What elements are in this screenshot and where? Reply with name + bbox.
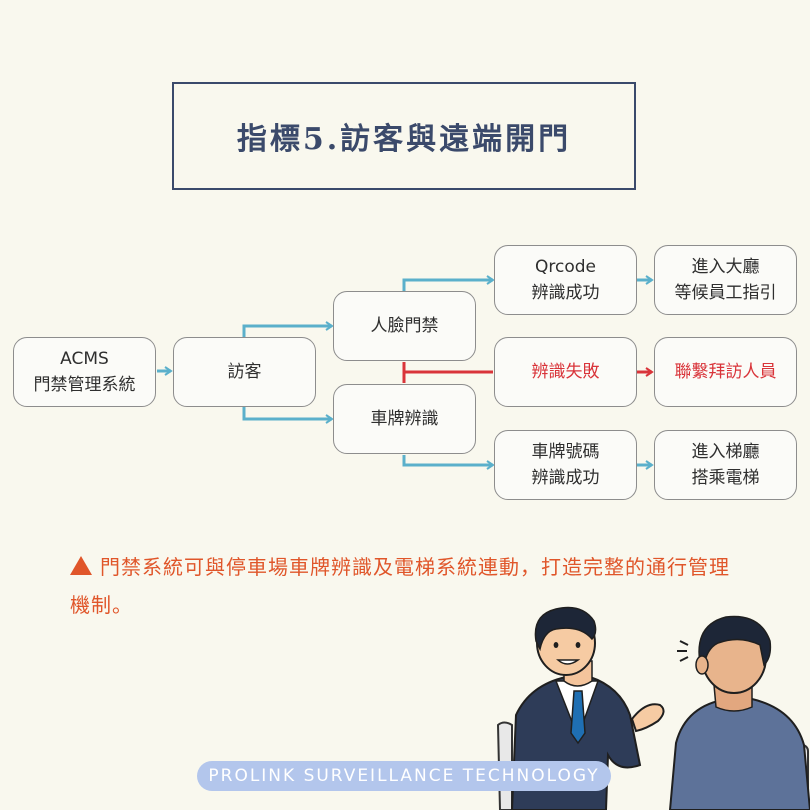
node-plate-ok-line1: 車牌號碼 <box>531 442 600 462</box>
node-elevator: 進入梯廳 搭乘電梯 <box>654 430 797 500</box>
node-qrcode-line2: 辨識成功 <box>531 283 600 303</box>
node-visitor-label: 訪客 <box>227 362 262 382</box>
thinking-marks-icon <box>677 640 689 662</box>
node-lobby-line1: 進入大廳 <box>691 257 760 277</box>
connector-visitor-plate <box>242 407 334 424</box>
connector-plate-platecode <box>402 455 495 470</box>
connector-fail-branch <box>402 362 493 383</box>
node-plate: 車牌辨識 <box>333 384 476 454</box>
warning-triangle-icon <box>70 556 92 575</box>
title-box: 指標5.訪客與遠端開門 <box>172 82 636 190</box>
brand-banner: PROLINK SURVEILLANCE TECHNOLOGY <box>197 761 611 791</box>
node-face: 人臉門禁 <box>333 291 476 361</box>
node-acms-line1: ACMS <box>60 349 109 369</box>
node-lobby: 進入大廳 等候員工指引 <box>654 245 797 315</box>
node-plate-ok: 車牌號碼 辨識成功 <box>494 430 637 500</box>
note-body: 門禁系統可與停車場車牌辨識及電梯系統連動，打造完整的通行管理機制。 <box>70 555 730 617</box>
flow-connectors <box>157 275 654 470</box>
page-title: 指標5.訪客與遠端開門 <box>236 122 572 157</box>
node-contact-label: 聯繫拜訪人員 <box>674 362 777 382</box>
node-face-label: 人臉門禁 <box>370 316 439 336</box>
node-plate-ok-line2: 辨識成功 <box>531 468 600 488</box>
node-elevator-line2: 搭乘電梯 <box>691 468 760 488</box>
brand-text: PROLINK SURVEILLANCE TECHNOLOGY <box>208 766 600 786</box>
node-fail: 辨識失敗 <box>494 337 637 407</box>
node-acms-line2: 門禁管理系統 <box>33 375 136 395</box>
node-plate-label: 車牌辨識 <box>370 409 439 429</box>
node-acms: ACMS 門禁管理系統 <box>13 337 156 407</box>
node-contact: 聯繫拜訪人員 <box>654 337 797 407</box>
node-qrcode: Qrcode 辨識成功 <box>494 245 637 315</box>
connector-face-qrcode <box>402 275 495 291</box>
node-qrcode-line1: Qrcode <box>535 257 596 277</box>
note-text: 門禁系統可與停車場車牌辨識及電梯系統連動，打造完整的通行管理機制。 <box>70 548 750 624</box>
node-elevator-line1: 進入梯廳 <box>691 442 760 462</box>
connector-visitor-face <box>242 321 334 337</box>
node-visitor: 訪客 <box>173 337 316 407</box>
node-fail-label: 辨識失敗 <box>531 362 600 382</box>
node-lobby-line2: 等候員工指引 <box>674 283 777 303</box>
